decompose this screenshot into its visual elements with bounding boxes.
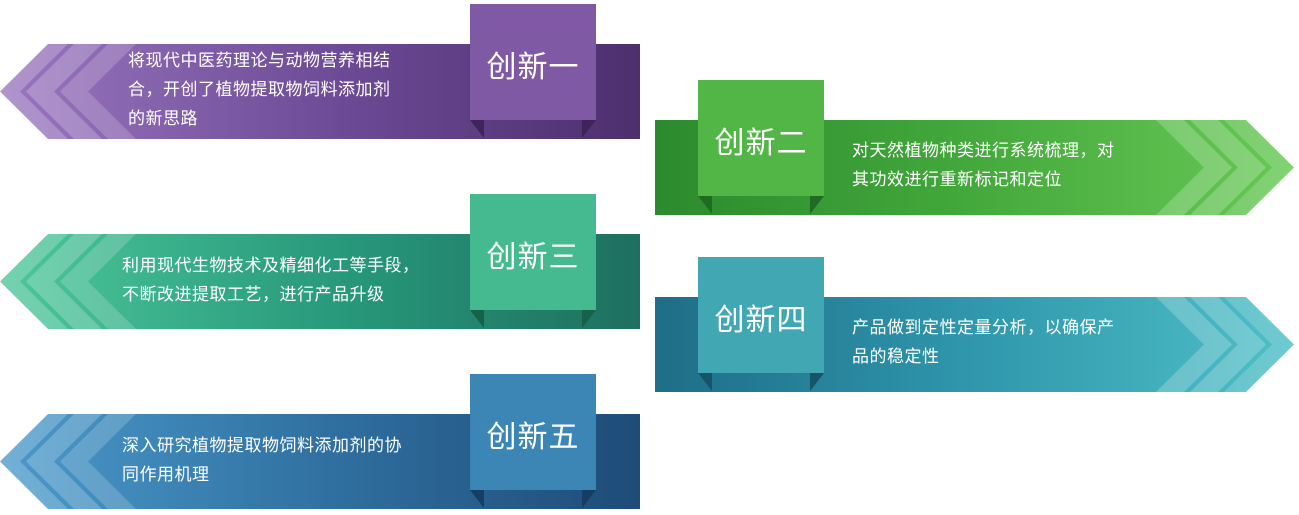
innovation-band-4 (655, 257, 1299, 392)
innovation-band-5 (0, 374, 640, 509)
innovation-band-1 (0, 4, 640, 139)
innovation-band-3 (0, 194, 640, 329)
innovation-text-5: 深入研究植物提取物饲料添加剂的协 同作用机理 (122, 436, 402, 485)
innovation-band-2 (655, 80, 1299, 215)
innovation-label-2: 创新二 (714, 126, 808, 161)
innovation-label-5: 创新五 (486, 420, 580, 455)
innovation-text-4: 产品做到定性定量分析，以确保产 品的稳定性 (852, 318, 1115, 367)
innovation-label-4: 创新四 (714, 303, 808, 338)
innovation-text-1: 将现代中医药理论与动物营养相结 合，开创了植物提取物饲料添加剂 的新思路 (128, 51, 391, 129)
innovation-text-3: 利用现代生物技术及精细化工等手段， 不断改进提取工艺，进行产品升级 (122, 256, 420, 305)
innovation-text-2: 对天然植物种类进行系统梳理，对 其功效进行重新标记和定位 (852, 141, 1115, 190)
innovation-label-3: 创新三 (486, 240, 580, 275)
innovation-label-1: 创新一 (486, 50, 580, 85)
